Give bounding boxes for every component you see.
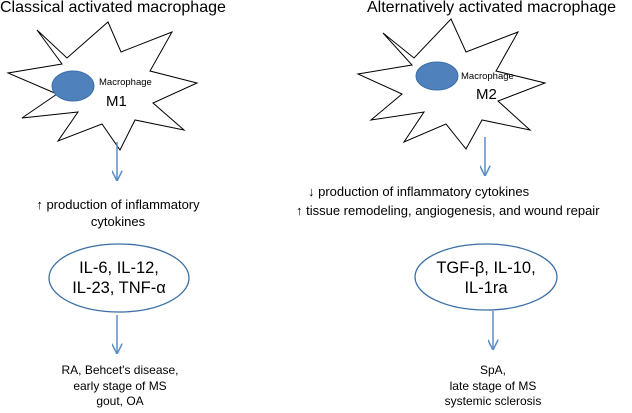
m1-cytokine-line: IL-6, IL-12, xyxy=(79,259,159,277)
m1-cell-type: M1 xyxy=(106,93,127,110)
m2-cell-label: Macrophage xyxy=(461,71,514,82)
m2-cell-type: M2 xyxy=(476,86,497,103)
m1-title: Classical activated macrophage xyxy=(0,0,226,16)
m1-disease-line: early stage of MS xyxy=(73,378,167,393)
m2-cytokine-line: TGF-β, IL-10, xyxy=(436,259,536,277)
m1-cytokines: IL-6, IL-12, IL-23, TNF-α xyxy=(49,258,189,298)
m1-nucleus xyxy=(51,70,95,102)
m1-diseases: RA, Behcet's disease, early stage of MS … xyxy=(20,363,220,410)
m1-cytokine-oval xyxy=(48,243,190,313)
m1-effect: ↑ production of inflammatory cytokines xyxy=(0,196,236,230)
m1-effect-line: cytokines xyxy=(90,214,146,229)
m2-cytokines: TGF-β, IL-10, IL-1ra xyxy=(415,258,557,298)
m2-title: Alternatively activated macrophage xyxy=(367,0,617,16)
m2-diseases: SpA, late stage of MS systemic sclerosis xyxy=(393,363,593,410)
m2-nucleus xyxy=(415,61,459,91)
m2-cytokine-oval xyxy=(414,243,558,311)
m1-cytokine-line: IL-23, TNF-α xyxy=(72,279,166,297)
m2-effect-line: ↓ production of inflammatory cytokines xyxy=(308,184,530,199)
m1-effect-line: ↑ production of inflammatory xyxy=(36,197,200,212)
m2-disease-line: systemic sclerosis xyxy=(444,394,542,408)
m1-disease-line: RA, Behcet's disease, xyxy=(61,363,179,377)
m2-disease-line: SpA, xyxy=(479,363,506,377)
m2-effect: ↓ production of inflammatory cytokines ↑… xyxy=(296,183,632,219)
m1-disease-line: gout, OA xyxy=(96,394,144,408)
m2-disease-line: late stage of MS xyxy=(449,378,537,393)
m2-cytokine-line: IL-1ra xyxy=(464,279,508,297)
m1-cell-label: Macrophage xyxy=(99,77,152,88)
m2-effect-line: ↑ tissue remodeling, angiogenesis, and w… xyxy=(296,203,600,218)
